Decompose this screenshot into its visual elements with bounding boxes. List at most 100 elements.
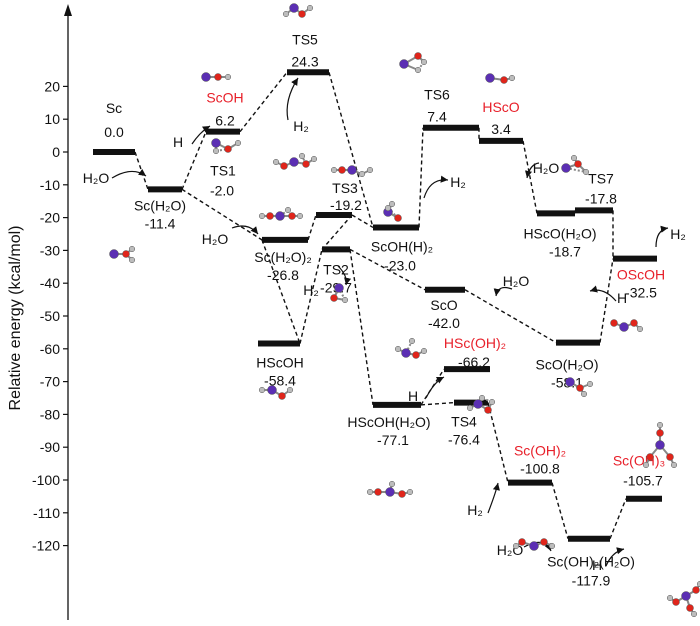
atom — [128, 245, 136, 253]
atom — [306, 4, 314, 12]
connection-ts2-hscohh2o — [349, 249, 374, 405]
molecule-structures — [109, 3, 700, 618]
atom — [466, 404, 474, 412]
species-label-scoh3: Sc(OH)₃ — [613, 453, 665, 469]
y-tick-label: -60 — [40, 341, 60, 357]
energy-value-scoh2: -100.8 — [520, 461, 560, 477]
atom — [406, 488, 414, 496]
atom — [224, 73, 232, 81]
y-tick-label: 20 — [44, 78, 60, 94]
energy-value-scohh2: -23.0 — [384, 257, 416, 273]
reaction-arrow — [605, 547, 625, 567]
connection-scoh2h2o-scoh3 — [609, 498, 627, 539]
reaction-arrow — [423, 175, 449, 199]
atom — [341, 296, 349, 304]
reagent-label: H₂ — [467, 502, 483, 518]
y-tick-label: -30 — [40, 242, 60, 258]
atom — [224, 145, 232, 153]
atom — [408, 337, 416, 345]
atom — [565, 377, 575, 387]
atom — [473, 399, 483, 409]
atom — [630, 319, 638, 327]
atom — [619, 322, 629, 332]
atom — [388, 200, 396, 208]
y-tick-label: -110 — [33, 505, 60, 521]
energy-value-ts3: -19.2 — [330, 197, 362, 213]
connection-ts5-scohh2 — [328, 72, 374, 228]
species-label-scoh: ScOH — [206, 90, 243, 106]
energy-value-osco: -32.5 — [625, 285, 657, 301]
atom — [488, 398, 496, 406]
atom — [670, 461, 678, 469]
connection-sch2o2-hscoh — [261, 239, 301, 344]
reagent-label: H₂ — [670, 226, 686, 242]
atom — [266, 212, 274, 220]
connection-scoh-ts5 — [239, 71, 288, 133]
energy-value-hscoh2: -66.2 — [458, 354, 490, 370]
reagent-label: H₂ — [450, 174, 466, 190]
species-label-sch2o2: Sc(H₂O)₂ — [254, 249, 312, 265]
y-axis-title: Relative energy (kcal/mol) — [7, 226, 24, 411]
energy-value-hscohh2o: -77.1 — [377, 432, 409, 448]
energy-value-ts6: 7.4 — [427, 109, 447, 125]
atom — [582, 168, 590, 176]
species-label-scohh2: ScOH(H)₂ — [371, 238, 433, 254]
atom — [334, 283, 344, 293]
species-label-ts5: TS5 — [292, 31, 318, 47]
species-label-sco: ScO — [430, 297, 457, 313]
y-tick-label: 0 — [52, 144, 60, 160]
reagent-label: H — [592, 557, 602, 573]
atom — [214, 73, 222, 81]
atom — [518, 538, 526, 546]
reaction-arrow — [425, 376, 445, 399]
species-label-hscohh2o: HScOH(H₂O) — [347, 414, 430, 430]
energy-value-hscoh: -58.4 — [264, 373, 296, 389]
y-tick-label: 10 — [44, 111, 60, 127]
atom — [414, 52, 422, 60]
atom — [310, 155, 318, 163]
reaction-arrow — [111, 168, 147, 179]
species-label-ts7: TS7 — [588, 170, 614, 186]
connection-sch2o-scoh — [181, 131, 207, 190]
y-tick-label: -20 — [40, 210, 60, 226]
atom — [212, 147, 220, 155]
atom — [109, 249, 119, 259]
atom — [574, 160, 582, 168]
reagent-label: H₂O — [503, 273, 530, 289]
atom — [642, 461, 650, 469]
atom — [298, 152, 306, 160]
atom — [278, 392, 286, 400]
energy-value-ts1: -2.0 — [210, 183, 234, 199]
atom — [296, 212, 304, 220]
energy-value-sc: 0.0 — [104, 124, 124, 140]
atom — [570, 154, 578, 162]
atom — [414, 66, 422, 74]
reaction-arrow — [337, 265, 352, 286]
atom — [302, 160, 310, 168]
reaction-arrow — [655, 225, 669, 248]
species-label-hscoh: HScOH — [256, 355, 303, 371]
connection-ts4-scoh2 — [487, 402, 509, 483]
energy-value-hscoh2o: -18.7 — [549, 243, 581, 259]
energy-value-sch2o: -11.4 — [145, 215, 176, 231]
atom — [366, 166, 374, 174]
energy-value-sco: -42.0 — [428, 315, 460, 331]
atom — [234, 139, 242, 147]
energy-value-scoh2h2o: -117.9 — [572, 573, 611, 589]
atom — [384, 204, 392, 212]
reagent-label: H — [408, 388, 418, 404]
atom — [420, 58, 428, 66]
atom — [282, 10, 290, 18]
connection-sco-scoh2o — [464, 289, 557, 344]
atom — [655, 440, 665, 450]
species-label-scoh2o: ScO(H₂O) — [536, 357, 599, 373]
reaction-arrow — [589, 285, 617, 302]
atom — [284, 206, 292, 214]
atom — [298, 10, 306, 18]
atom — [347, 165, 357, 175]
connection-scohh2-ts6 — [418, 127, 424, 228]
reaction-arrow — [487, 482, 500, 514]
energy-value-sch2o2: -26.8 — [267, 267, 299, 283]
atom — [388, 480, 396, 488]
species-label-sc: Sc — [106, 100, 122, 116]
